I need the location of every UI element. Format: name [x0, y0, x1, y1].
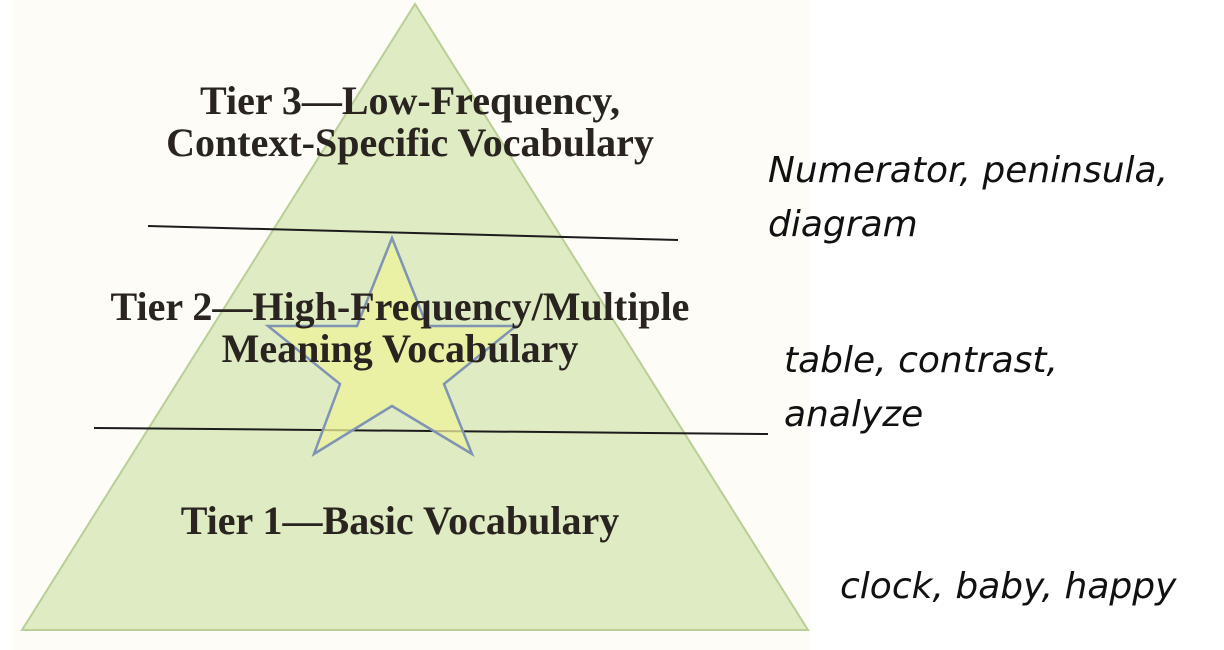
tier3-examples: Numerator, peninsula, diagram: [768, 144, 1168, 252]
tier3-examples-line2: diagram: [768, 204, 918, 245]
tier2-title-line1: Tier 2—High-Frequency/Multiple: [110, 284, 690, 329]
tier1-title: Tier 1—Basic Vocabulary: [110, 500, 690, 542]
tier2-title: Tier 2—High-Frequency/Multiple Meaning V…: [75, 286, 725, 370]
tier3-examples-line1: Numerator, peninsula,: [768, 150, 1169, 191]
tier2-examples: table, contrast, analyze: [784, 334, 1058, 442]
tier2-examples-line2: analyze: [784, 394, 924, 435]
tier3-title-line1: Tier 3—Low-Frequency,: [200, 78, 620, 123]
tier1-examples: clock, baby, happy: [840, 560, 1176, 614]
tier-divider-upper: [147, 225, 679, 241]
tier2-title-line2: Meaning Vocabulary: [221, 326, 579, 371]
star-icon: [264, 234, 520, 457]
tier3-title: Tier 3—Low-Frequency, Context-Specific V…: [90, 80, 730, 164]
tier1-examples-line1: clock, baby, happy: [840, 566, 1177, 607]
tier3-title-line2: Context-Specific Vocabulary: [166, 120, 654, 165]
tier1-title-line1: Tier 1—Basic Vocabulary: [180, 498, 620, 543]
tier-divider-lower: [93, 427, 769, 435]
tier2-examples-line1: table, contrast,: [784, 340, 1058, 381]
